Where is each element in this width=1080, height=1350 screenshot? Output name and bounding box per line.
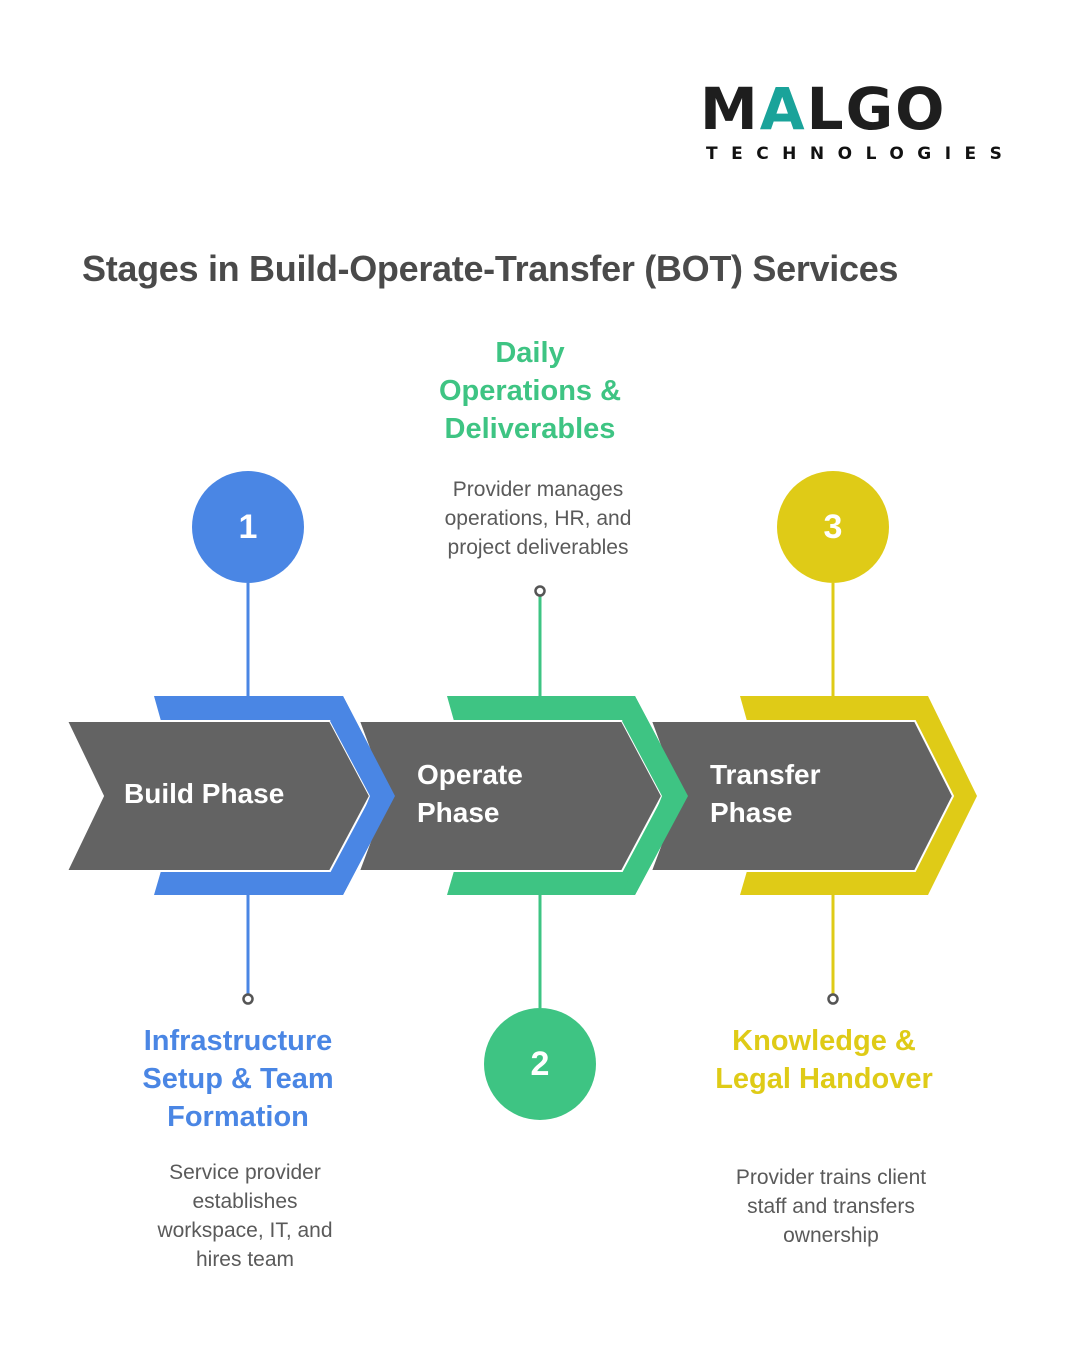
stage-3-phase-label: Transfer Phase: [710, 759, 821, 828]
stage-2-description: Provider manages operations, HR, and pro…: [444, 478, 632, 559]
stage-3-arrow-body[interactable]: [652, 721, 953, 871]
stage-2-phase-label: Operate Phase: [417, 759, 523, 828]
stage-1-number-circle: [192, 471, 304, 583]
logo-letters: M: [700, 75, 760, 143]
stage-2-number-circle: [484, 1008, 596, 1120]
logo-letters: LGO: [806, 75, 947, 143]
stage-1-phase-label: Build Phase: [124, 778, 285, 809]
stage-3-number: 3: [823, 508, 843, 546]
page-title: Stages in Build-Operate-Transfer (BOT) S…: [82, 248, 899, 289]
logo-accent-letter: A: [759, 75, 807, 143]
stage-1-number: 1: [238, 508, 258, 546]
stage-3-number-circle: [777, 471, 889, 583]
stage-3-heading: Knowledge & Legal Handover: [715, 1025, 933, 1095]
stage-3-arrow-outline: [652, 720, 955, 872]
stage-2-chevron-band: [447, 696, 688, 895]
stage-3-description: Provider trains client staff and transfe…: [735, 1166, 927, 1247]
stage-2-connector-dot: [534, 585, 546, 597]
stage-3-chevron-band: [740, 696, 977, 895]
stage-2-heading: Daily Operations & Deliverables: [438, 337, 622, 445]
stage-1-connector-dot: [242, 993, 254, 1005]
stage-1-chevron-band: [154, 696, 395, 895]
stage-1-chevron-band-overlap: [330, 696, 395, 895]
logo-subtitle: TECHNOLOGIES: [706, 144, 1016, 164]
stage-1-heading: Infrastructure Setup & Team Formation: [142, 1025, 334, 1133]
stage-2-chevron-band-overlap: [622, 696, 688, 895]
stage-2-arrow-body[interactable]: [360, 721, 662, 871]
stage-1-description: Service provider establishes workspace, …: [157, 1161, 333, 1271]
stage-3-connector-dot: [827, 993, 839, 1005]
stage-2-number: 2: [530, 1045, 550, 1083]
